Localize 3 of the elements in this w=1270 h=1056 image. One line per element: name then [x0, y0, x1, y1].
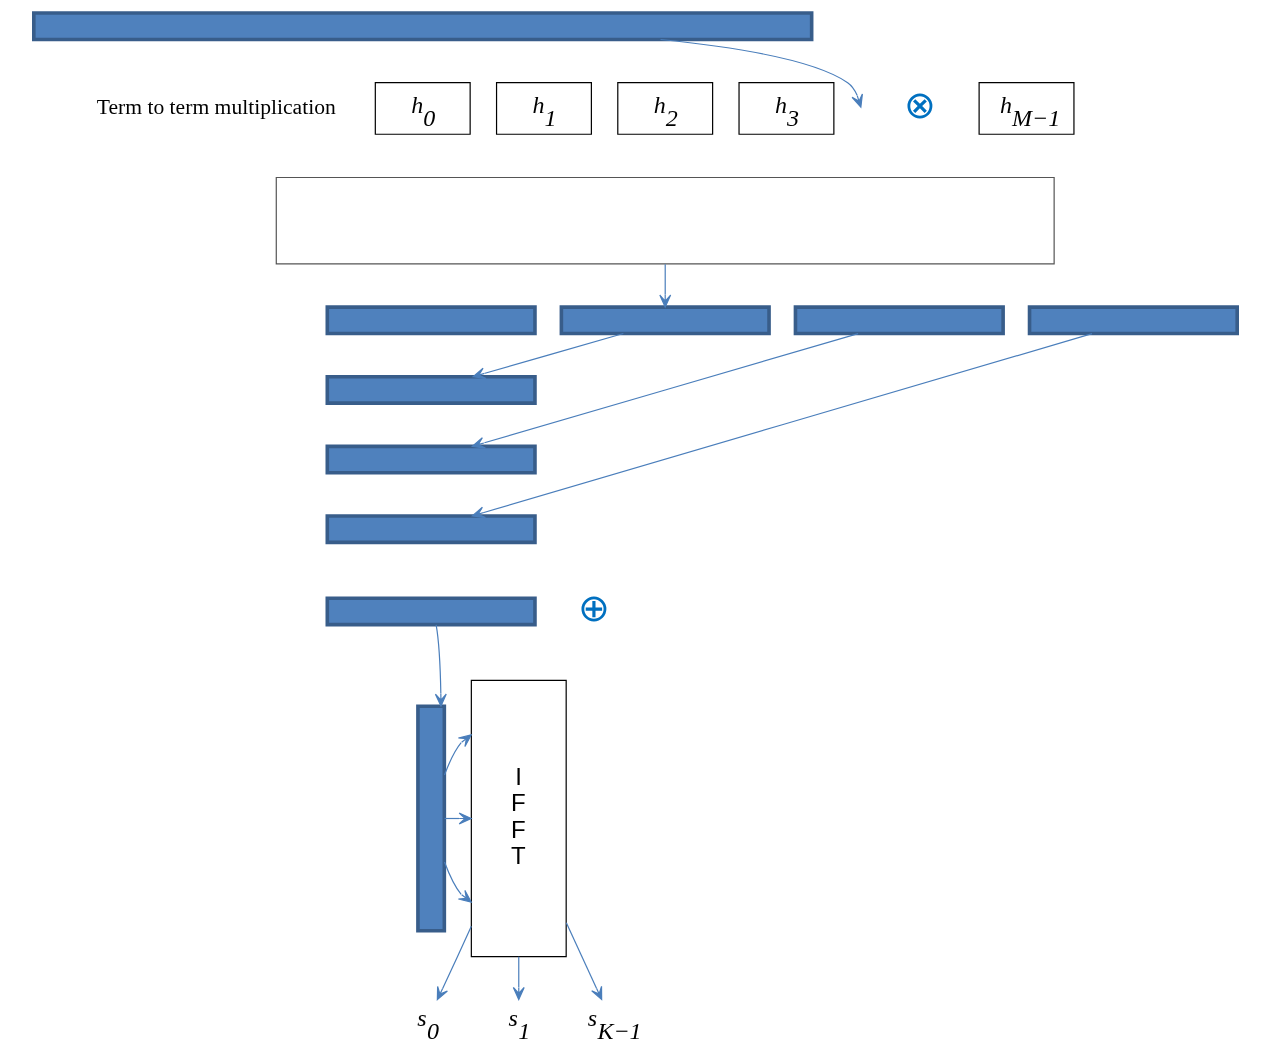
label: ⊕: [577, 587, 610, 630]
label: Term to term multiplication: [96, 94, 336, 119]
label: ⊗: [903, 84, 936, 127]
